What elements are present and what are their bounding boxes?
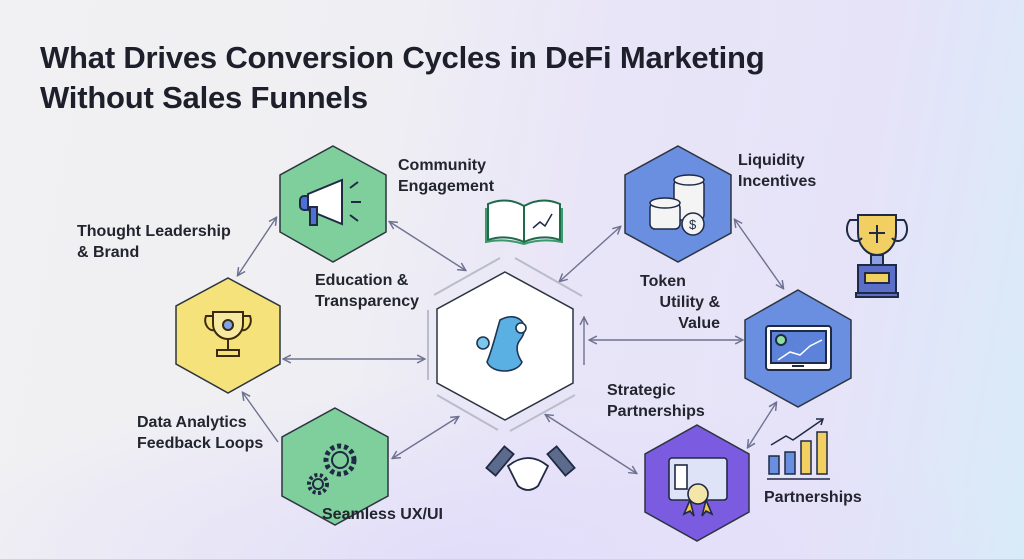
- label-line: Incentives: [738, 173, 817, 190]
- title-line-1: What Drives Conversion Cycles in DeFi Ma…: [40, 40, 765, 75]
- label-strategic-partnerships: Strategic Partnerships: [607, 380, 705, 422]
- label-thought-leadership: Thought Leadership & Brand: [77, 221, 231, 263]
- label-line: Token: [640, 273, 686, 290]
- label-token-utility: Token Utility & Value: [640, 271, 720, 334]
- gears-icon: [307, 443, 357, 495]
- label-line: Feedback Loops: [137, 435, 264, 452]
- trophy-icon: [204, 311, 252, 357]
- gold-trophy-icon: [845, 214, 909, 298]
- title-line-2: Without Sales Funnels: [40, 80, 368, 115]
- hex-strategic-partnerships: [644, 424, 750, 542]
- open-book-icon: [485, 199, 563, 246]
- defi-mascot-icon: [476, 316, 527, 372]
- label-line: Utility &: [659, 294, 720, 311]
- arrow-center-to-liquidity: [560, 227, 620, 281]
- label-line: Value: [678, 315, 720, 332]
- page-title: What Drives Conversion Cycles in DeFi Ma…: [40, 38, 765, 118]
- label-line: Strategic: [607, 382, 676, 399]
- label-line: & Brand: [77, 244, 140, 261]
- hex-center-defi: [436, 271, 574, 421]
- coins-icon: $: [649, 174, 705, 236]
- hex-token-utility: [744, 289, 852, 408]
- arrow-center-to-purple: [546, 415, 636, 473]
- label-line: Education &: [315, 272, 409, 289]
- label-seamless-ux: Seamless UX/UI: [322, 506, 443, 523]
- label-line: Liquidity: [738, 152, 805, 169]
- label-line: Engagement: [398, 178, 495, 195]
- label-line: Transparency: [315, 293, 420, 310]
- label-education-transparency: Education & Transparency: [315, 270, 419, 312]
- certificate-icon: [668, 457, 728, 517]
- label-line: Partnerships: [607, 403, 705, 420]
- bar-growth-chart-icon: [767, 418, 830, 480]
- hex-liquidity-incentives: $: [624, 145, 732, 263]
- label-community-engagement: Community Engagement: [398, 155, 494, 197]
- svg-text:$: $: [689, 217, 697, 232]
- center-frame: [427, 257, 583, 432]
- hex-community-engagement: [279, 145, 387, 263]
- label-data-analytics: Data Analytics Feedback Loops: [137, 412, 263, 454]
- label-line: Data Analytics: [137, 414, 247, 431]
- arrow-seamless-to-center: [393, 417, 458, 458]
- label-line: Thought Leadership: [77, 223, 231, 240]
- megaphone-icon: [299, 178, 361, 226]
- arrow-purple-to-monitor: [748, 403, 776, 447]
- label-line: Community: [398, 157, 486, 174]
- label-partnerships: Partnerships: [764, 489, 862, 506]
- arrow-data-to-yellow: [243, 393, 279, 443]
- hex-seamless-ux: [281, 407, 389, 526]
- label-liquidity-incentives: Liquidity Incentives: [738, 150, 816, 192]
- arrow-thought-to-community: [238, 218, 276, 275]
- hex-thought-leadership: [175, 277, 281, 394]
- arrow-community-to-center: [390, 222, 465, 270]
- arrow-liquidity-to-monitor: [735, 220, 783, 288]
- handshake-icon: [485, 445, 576, 491]
- analytics-monitor-icon: [765, 325, 832, 371]
